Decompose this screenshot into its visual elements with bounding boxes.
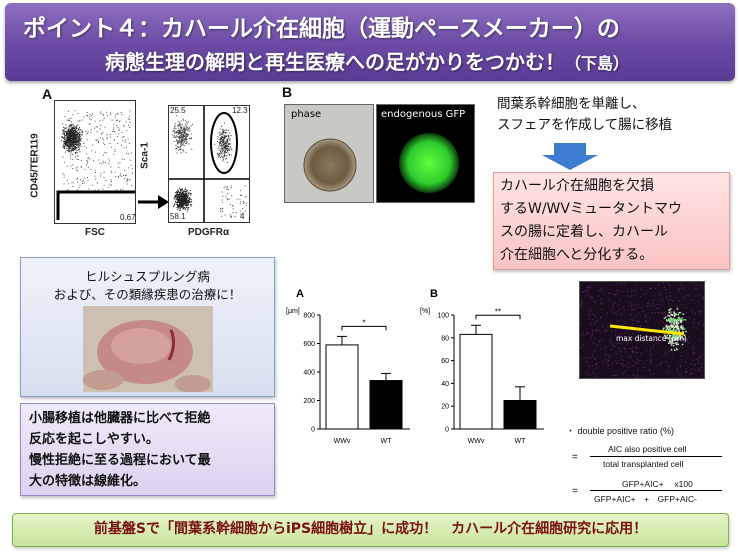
phase-label: phase	[291, 109, 322, 120]
facs-arrow-icon	[138, 195, 169, 209]
micro-label: max distance (μm)	[616, 334, 687, 343]
chart-b-panel-label: B	[430, 288, 438, 300]
chart-b-bar-1	[503, 400, 537, 430]
chart-b-sig-bracket	[475, 314, 521, 320]
chart-a-panel-label: A	[296, 288, 304, 300]
facs-q-ur: 12.3	[232, 106, 248, 115]
chart-a-unit-label: [μm]	[286, 308, 300, 315]
formula-bar-1	[590, 456, 722, 457]
chart-a-bar-1	[369, 380, 403, 430]
chart-b-category-0: WWv	[468, 438, 485, 445]
facs-right-xlabel: PDGFRα	[188, 227, 230, 238]
chart-b-bar-0	[459, 333, 493, 430]
formula-num-2: GFP+AIC+ x100	[622, 479, 693, 489]
result-line-2: するW/WVミュータントマウ	[500, 201, 682, 217]
method-line-2: スフェアを作成して腸に移植	[497, 117, 673, 133]
gfp-label: endogenous GFP	[381, 109, 466, 120]
sphere-phase-drawing	[303, 138, 357, 192]
hirschsprung-box: ヒルシュスプルング病 および、その類縁疾患の治療に！	[20, 257, 275, 397]
chart-b-category-1: WT	[515, 438, 527, 445]
facs-right-ylabel: Sca-1	[139, 142, 151, 169]
title-note: （下島）	[565, 54, 630, 73]
chart-a-sig-bracket	[341, 325, 387, 331]
formula-heading: ・ double positive ratio (%)	[566, 426, 675, 436]
title-line-1: ポイント４：カハール介在細胞（運動ペースメーカー）の	[23, 16, 620, 42]
chart-b-sig-mark: **	[495, 307, 501, 316]
facs-panel-label: A	[42, 86, 53, 102]
transplant-line-3: 慢性拒絶に至る過程において最	[29, 453, 211, 468]
result-box: カハール介在細胞を欠損 するW/WVミュータントマウ スの腸に定着し、カハール …	[493, 172, 730, 270]
infant-drawing	[83, 306, 213, 392]
formula-num-1: AIC also positive cell	[608, 444, 687, 454]
facs-left-ylabel: CD45/TER119	[29, 133, 41, 198]
transplant-line-1: 小腸移植は他臓器に比べて拒絶	[29, 411, 211, 426]
formula-den-2: GFP+AIC+ + GFP+AIC-	[594, 494, 697, 504]
gfp-sphere-drawing	[399, 133, 459, 193]
transplant-box: 小腸移植は他臓器に比べて拒絶 反応を起こしやすい。 慢性拒絶に至る過程において最…	[20, 403, 275, 496]
chart-a-sig-mark: *	[362, 318, 365, 327]
title-line-2-main: 病態生理の解明と再生医療への足がかりをつかむ！	[105, 50, 565, 74]
title-line-2: 病態生理の解明と再生医療への足がかりをつかむ！（下島）	[105, 46, 629, 75]
facs-q-ul: 25.5	[170, 106, 186, 115]
chart-a-ytick-label-0: 0	[311, 427, 315, 434]
down-arrow-icon	[542, 143, 598, 170]
facs-left-xlabel: FSC	[85, 227, 105, 238]
result-line-1: カハール介在細胞を欠損	[500, 178, 654, 194]
chart-a-category-0: WWv	[334, 438, 351, 445]
transplant-line-4: 大の特徴は線維化。	[29, 474, 147, 489]
micro-drawing	[580, 282, 704, 378]
chart-b-unit-label: [%]	[420, 308, 430, 315]
facs-left-plot	[54, 100, 136, 224]
formula-eq-2: =	[572, 486, 578, 497]
chart-b-ytick-label-2: 40	[441, 381, 449, 388]
chart-b-ytick-label-0: 0	[445, 427, 449, 434]
micro-image: max distance (μm)	[579, 281, 705, 379]
method-text: 間葉系幹細胞を単離し、 スフェアを作成して腸に移植	[497, 94, 729, 144]
chart-a-category-1: WT	[381, 438, 393, 445]
facs-left-dots	[61, 110, 133, 191]
facs-left-gate-value: 0.67	[120, 213, 136, 222]
transplant-line-2: 反応を起こしやすい。	[29, 432, 159, 447]
facs-q-ll: 58.1	[170, 212, 186, 221]
chart-a-ytick-label-1: 200	[303, 398, 315, 405]
formula-den-1: total transplanted cell	[603, 459, 684, 469]
formula-bar-2	[590, 490, 722, 491]
chart-b-ytick-label-3: 60	[441, 358, 449, 365]
facs-right-dots	[171, 115, 247, 218]
chart-b-ytick-label-5: 100	[437, 313, 449, 320]
chart-a-ytick-label-4: 800	[303, 313, 315, 320]
hirschsprung-line-1: ヒルシュスプルング病	[85, 269, 210, 284]
facs-q-lr: 4	[240, 212, 245, 221]
method-line-1: 間葉系幹細胞を単離し、	[497, 96, 646, 112]
formula-eq-1: =	[572, 452, 578, 463]
result-line-4: 介在細胞へと分化する。	[500, 247, 654, 263]
chart-b-ytick-label-4: 80	[441, 335, 449, 342]
hirschsprung-line-2: および、その類縁疾患の治療に！	[53, 287, 242, 302]
chart-b-ytick-label-1: 20	[441, 404, 449, 411]
facs-right-plot	[168, 105, 250, 223]
gfp-image: endogenous GFP	[376, 104, 475, 203]
sphere-panel-label: B	[282, 84, 293, 100]
chart-a-ytick-label-2: 400	[303, 370, 315, 377]
chart-a-ytick-label-3: 600	[303, 341, 315, 348]
chart-a-bar-0	[325, 344, 359, 430]
title-banner: ポイント４：カハール介在細胞（運動ペースメーカー）の 病態生理の解明と再生医療へ…	[5, 3, 735, 81]
bottom-banner: 前基盤Sで「間葉系幹細胞からiPS細胞樹立」に成功！ カハール介在細胞研究に応用…	[12, 513, 729, 547]
phase-image: phase	[284, 104, 374, 203]
infant-photo	[83, 306, 213, 392]
result-line-3: スの腸に定着し、カハール	[500, 224, 668, 240]
